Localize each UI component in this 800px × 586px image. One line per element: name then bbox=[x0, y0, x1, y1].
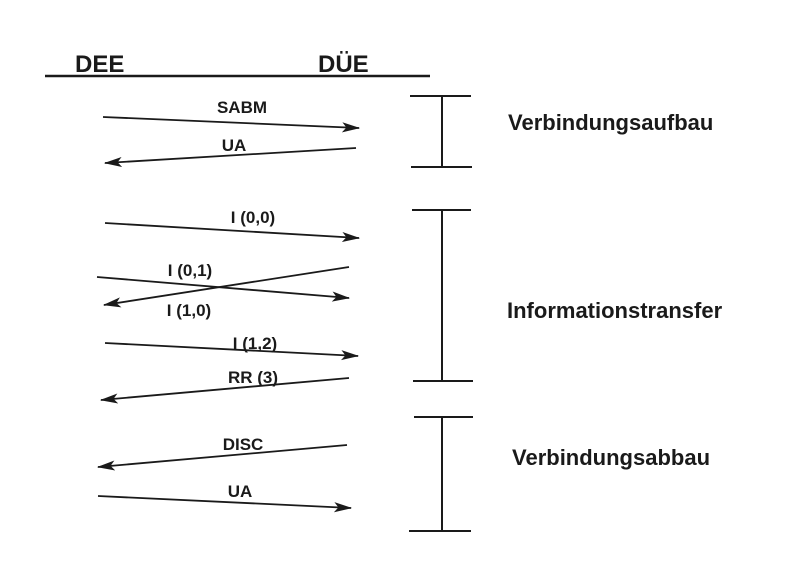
phase-label-verbindungsaufbau: Verbindungsaufbau bbox=[508, 110, 713, 135]
message-label-i12: I (1,2) bbox=[233, 334, 277, 353]
phase-label-verbindungsabbau: Verbindungsabbau bbox=[512, 445, 710, 470]
arrow-i10 bbox=[102, 266, 350, 308]
phase-bracket-verbindungsabbau bbox=[409, 416, 473, 532]
message-label-disc: DISC bbox=[223, 435, 264, 454]
message-label-i01: I (0,1) bbox=[168, 261, 212, 280]
arrow-i01 bbox=[96, 276, 351, 302]
message-label-i00: I (0,0) bbox=[231, 208, 275, 227]
message-label-sabm: SABM bbox=[217, 98, 267, 117]
endpoint-label-due: DÜE bbox=[318, 51, 369, 78]
arrow-ua-2 bbox=[97, 495, 353, 513]
phase-bracket-informationstransfer bbox=[412, 209, 473, 382]
message-label-i10: I (1,0) bbox=[167, 301, 211, 320]
endpoint-label-dee: DEE bbox=[75, 51, 124, 78]
arrow-i12 bbox=[104, 342, 360, 361]
arrow-rr3 bbox=[99, 377, 350, 404]
arrow-i00 bbox=[104, 222, 361, 243]
message-label-ua-2: UA bbox=[228, 482, 253, 501]
arrow-ua-1 bbox=[103, 147, 357, 168]
phase-bracket-verbindungsaufbau bbox=[410, 95, 472, 168]
arrow-disc bbox=[96, 444, 348, 471]
arrow-sabm bbox=[102, 116, 361, 133]
message-label-ua-1: UA bbox=[222, 136, 247, 155]
phase-label-informationstransfer: Informationstransfer bbox=[507, 298, 723, 323]
message-label-rr3: RR (3) bbox=[228, 368, 278, 387]
